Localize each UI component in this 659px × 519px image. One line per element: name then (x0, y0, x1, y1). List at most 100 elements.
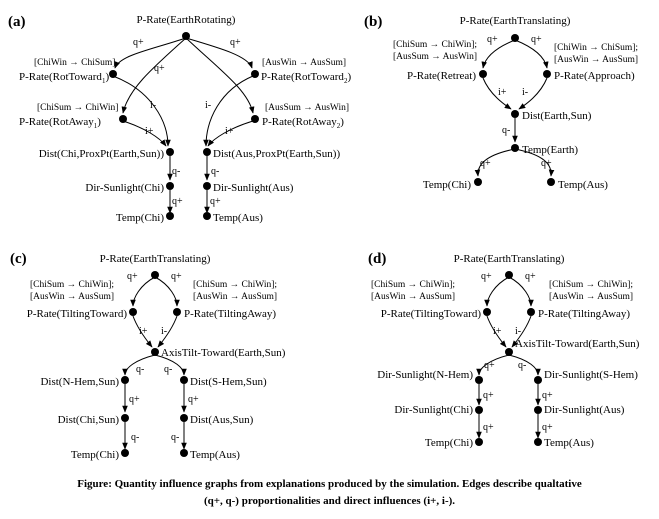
bracket-c-left-1: [ChiSum → ChiWin]; (30, 280, 114, 290)
edge-label-b-temp-chi: q+ (480, 158, 491, 169)
label-d-dir-aus: Dir-Sunlight(Aus) (544, 404, 625, 416)
label-c-dist-aus: Dist(Aus,Sun) (190, 414, 254, 426)
edge-label-a-i-left: i- (150, 100, 156, 111)
node-c-dist-aus (180, 414, 188, 422)
label-b-dist: Dist(Earth,Sun) (522, 110, 592, 122)
edge-a-toward2-dist (203, 75, 254, 147)
edge-c-axis-shem (154, 354, 187, 376)
bracket-d-right-2: [AusWin → AusSum] (549, 292, 633, 302)
bracket-c-right-1: [ChiSum → ChiWin]; (193, 280, 277, 290)
edge-c-toward-axis (132, 315, 153, 348)
panel-b-label: (b) (364, 14, 382, 30)
node-a-temp-chi (166, 212, 174, 220)
edge-label-c-axis-s: q- (164, 364, 172, 375)
edge-label-a-i-right: i- (205, 100, 211, 111)
node-b-retreat (479, 70, 487, 78)
panel-a: (a) P-Rate(EarthRotating) P-Rate(RotTowa… (8, 14, 351, 224)
label-d-away: P-Rate(TiltingAway) (538, 308, 630, 320)
label-d-dir-chi: Dir-Sunlight(Chi) (394, 404, 473, 416)
node-d-temp-aus (534, 438, 542, 446)
label-a-temp-chi: Temp(Chi) (116, 212, 164, 224)
edge-label-d-chi-temp: q+ (483, 422, 494, 433)
label-d-toward: P-Rate(TiltingToward) (381, 308, 482, 320)
node-d-temp-chi (475, 438, 483, 446)
edge-label-d-axis-n: q+ (484, 360, 495, 371)
node-a-dir-chi (166, 182, 174, 190)
edge-a-root-toward1 (114, 37, 187, 69)
label-a-away1: P-Rate(RotAway1) (19, 116, 101, 130)
panel-c: (c) P-Rate(EarthTranslating) P-Rate(Tilt… (10, 251, 286, 461)
edge-label-a-dist-dir-chi: q- (172, 166, 180, 177)
node-a-dist-chi (166, 148, 174, 156)
label-c-toward: P-Rate(TiltingToward) (27, 308, 128, 320)
edge-c-root-away (154, 276, 180, 307)
bracket-d-right-1: [ChiSum → ChiWin]; (549, 280, 633, 290)
edge-label-a-root-mid: q+ (154, 63, 165, 74)
bracket-d-left-2: [AusWin → AusSum] (371, 292, 455, 302)
label-d-temp-chi: Temp(Chi) (425, 437, 473, 449)
node-a-away2 (251, 115, 259, 123)
edge-label-d-iplus: i+ (493, 326, 502, 337)
label-a-away2: P-Rate(RotAway2) (262, 116, 344, 130)
node-c-temp-chi (121, 449, 129, 457)
edge-label-c-iminus: i- (161, 326, 167, 337)
node-c-nhem (121, 376, 129, 384)
edge-label-c-axis-n: q- (136, 364, 144, 375)
bracket-d-left-1: [ChiSum → ChiWin]; (371, 280, 455, 290)
panel-c-label: (c) (10, 251, 27, 267)
edge-label-c-chi-temp: q- (131, 432, 139, 443)
bracket-a-chisum-chiwin: [ChiSum → ChiWin] (37, 103, 118, 113)
bracket-c-right-2: [AusWin → AusSum] (193, 292, 277, 302)
label-b-root: P-Rate(EarthTranslating) (460, 15, 571, 27)
edge-a-away1-dist (122, 120, 167, 147)
edge-a-root-away2 (185, 37, 255, 114)
bracket-a-chiwin-chisum: [ChiWin → ChiSum] (34, 58, 115, 68)
edge-d-toward-axis (486, 315, 507, 348)
edge-label-d-n-chi: q+ (483, 390, 494, 401)
edge-label-b-temp-aus: q+ (541, 158, 552, 169)
label-c-temp-chi: Temp(Chi) (71, 449, 119, 461)
label-a-temp-aus: Temp(Aus) (213, 212, 263, 224)
caption-line-1: Figure: Quantity influence graphs from e… (77, 478, 582, 490)
edge-label-b-root-r: q+ (531, 34, 542, 45)
node-d-root (505, 271, 513, 279)
bracket-b-right-1: [ChiWin → ChiSum]; (554, 43, 638, 53)
node-a-dist-aus (203, 148, 211, 156)
node-c-root (151, 271, 159, 279)
bracket-b-right-2: [AusWin → AusSum] (554, 55, 638, 65)
node-a-dir-aus (203, 182, 211, 190)
label-b-temp-aus: Temp(Aus) (558, 179, 608, 191)
edge-label-b-iminus: i- (522, 87, 528, 98)
edge-b-root-retreat (481, 39, 516, 69)
edge-b-retreat-dist (482, 77, 512, 110)
edge-label-c-root-r: q+ (171, 271, 182, 282)
edge-a-root-toward2 (185, 37, 253, 69)
label-c-temp-aus: Temp(Aus) (190, 449, 240, 461)
edge-d-root-away (508, 276, 534, 307)
edge-label-d-axis-s: q- (518, 360, 526, 371)
edge-label-b-iplus: i+ (498, 87, 507, 98)
label-d-temp-aus: Temp(Aus) (544, 437, 594, 449)
panel-d-label: (d) (368, 251, 386, 267)
edge-b-temp-chi (474, 148, 516, 177)
label-b-retreat: P-Rate(Retreat) (407, 70, 476, 82)
edge-label-a-iplus-right: i+ (225, 126, 234, 137)
edge-label-c-iplus: i+ (139, 326, 148, 337)
node-b-approach (543, 70, 551, 78)
bracket-b-left-1: [ChiSum → ChiWin]; (393, 40, 477, 50)
node-d-away (527, 308, 535, 316)
edge-a-toward1-dist (112, 75, 171, 147)
label-c-dist-chi: Dist(Chi,Sun) (58, 414, 120, 426)
edge-label-d-root-r: q+ (525, 271, 536, 282)
label-a-root: P-Rate(EarthRotating) (137, 14, 236, 26)
panel-b: (b) P-Rate(EarthTranslating) P-Rate(Retr… (364, 14, 638, 191)
bracket-a-auswin-aussum: [AusWin → AusSum] (262, 58, 346, 68)
edge-label-c-n-chi: q+ (129, 394, 140, 405)
node-c-away (173, 308, 181, 316)
edge-c-root-toward (130, 276, 156, 307)
bracket-c-left-2: [AusWin → AusSum] (30, 292, 114, 302)
edge-label-d-root-l: q+ (481, 271, 492, 282)
node-d-dir-chi (475, 406, 483, 414)
label-b-approach: P-Rate(Approach) (554, 70, 635, 82)
node-b-dist (511, 110, 519, 118)
